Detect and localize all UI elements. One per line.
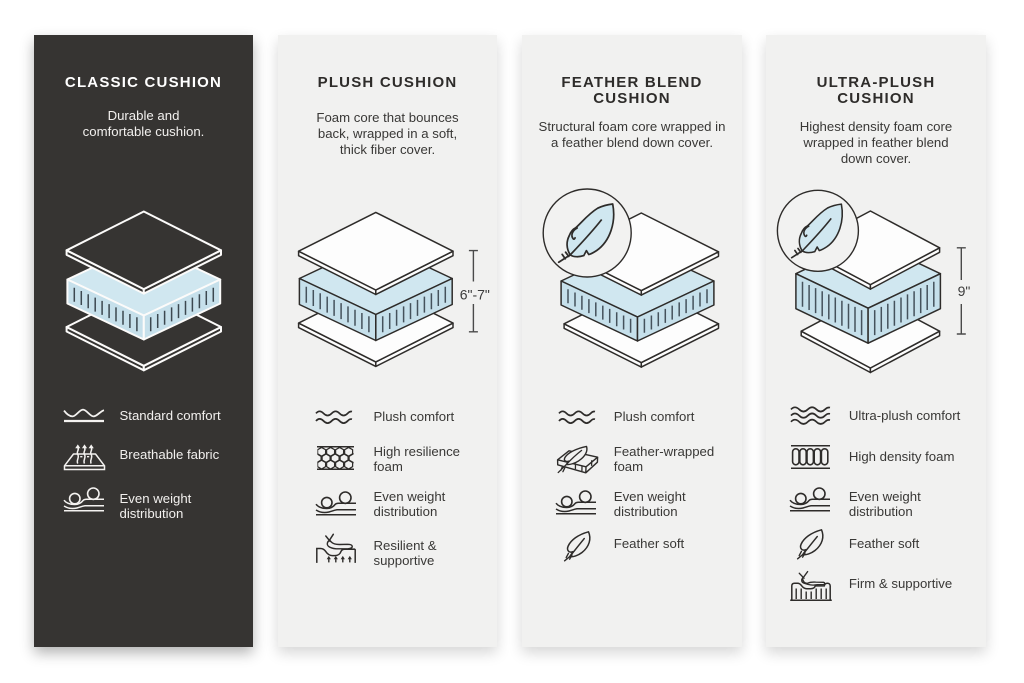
svg-text:9": 9" bbox=[958, 283, 971, 299]
svg-text:6"-7": 6"-7" bbox=[460, 286, 490, 302]
